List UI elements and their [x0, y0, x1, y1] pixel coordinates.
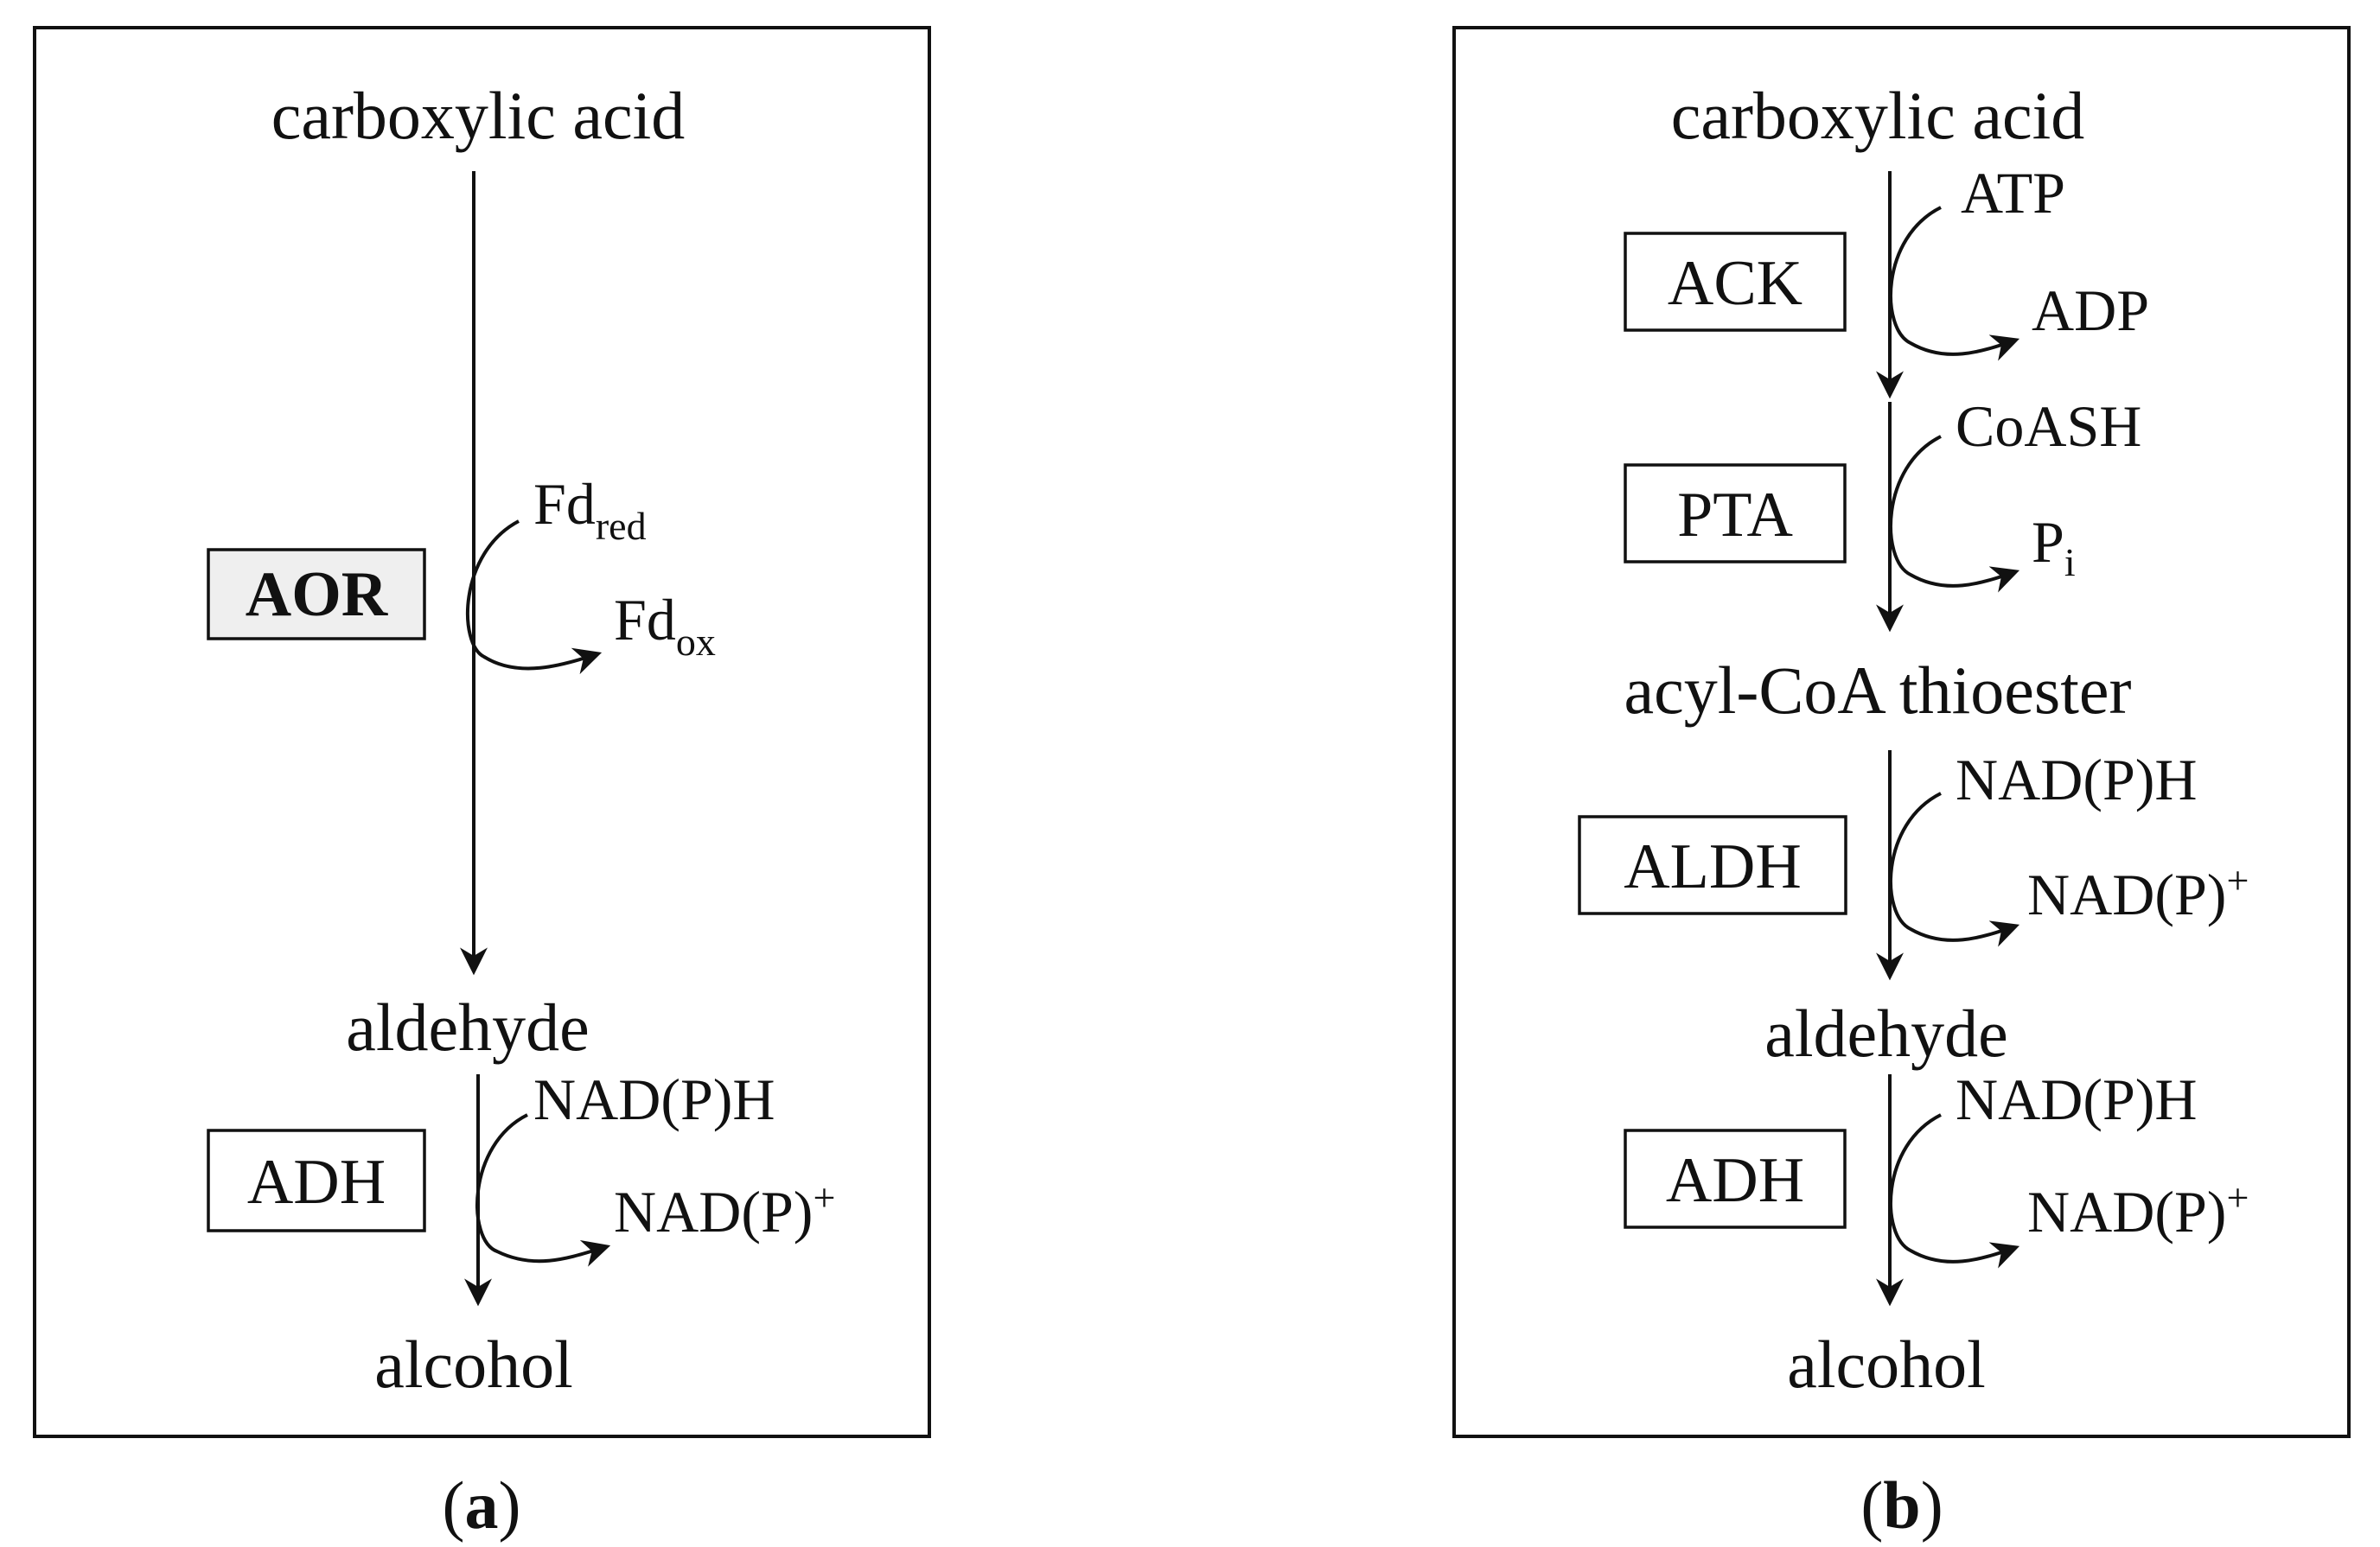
panel-b-cofactor-in-1: ATP	[1961, 160, 2065, 226]
fd-red-subscript: red	[596, 504, 647, 548]
fd-red-base: Fd	[533, 471, 596, 537]
panel-b-enzyme-box-aldh	[1578, 815, 1847, 915]
panel-a-cofactor-arc-2	[475, 1113, 611, 1267]
panel-a-substrate: carboxylic acid	[271, 78, 686, 153]
panel-a-enzyme-adh: ADH	[247, 1147, 386, 1218]
panel-b-cofactor-in-3: NAD(P)H	[1956, 747, 2198, 812]
panel-b-cofactor-arc-2	[1889, 435, 2020, 593]
pi-subscript: i	[2064, 540, 2076, 584]
nadp-plus-superscript: +	[813, 1175, 835, 1219]
panel-b-substrate: carboxylic acid	[1671, 78, 2085, 153]
panel-b-enzyme-box-pta	[1624, 463, 1847, 563]
panel-a-enzyme-box-adh	[207, 1129, 426, 1232]
panel-b-enzyme-pta: PTA	[1677, 480, 1793, 551]
panel-a-intermediate: aldehyde	[346, 990, 590, 1065]
panel-a-product: alcohol	[374, 1327, 573, 1402]
panel-b-enzyme-adh: ADH	[1666, 1145, 1804, 1216]
panel-a-caption-letter: a	[465, 1467, 499, 1543]
panel-b-cofactor-in-2: CoASH	[1956, 393, 2141, 459]
nadp-plus-superscript: +	[2226, 1175, 2249, 1219]
panel-b-enzyme-box-ack	[1624, 232, 1847, 332]
panel-b-caption-letter: b	[1883, 1467, 1920, 1543]
nadp-plus-base: NAD(P)	[2027, 1179, 2226, 1245]
panel-b-cofactor-out-2: Pi	[2032, 509, 2076, 584]
panel-a: carboxylic acid AOR Fdred Fdox aldehyde …	[33, 26, 931, 1438]
panel-b-cofactor-arc-1	[1889, 206, 2020, 361]
panel-b-enzyme-ack: ACK	[1668, 248, 1803, 319]
panel-b-cofactor-out-1: ADP	[2032, 277, 2149, 343]
panel-b-cofactor-out-3: NAD(P)+	[2027, 858, 2249, 927]
panel-b-enzyme-box-adh	[1624, 1129, 1847, 1229]
panel-b-intermediate-1: acyl-CoA thioester	[1624, 653, 2131, 728]
panel-a-cofactor-in-1: Fdred	[533, 471, 647, 548]
panel-a-frame	[33, 26, 931, 1438]
panel-b-cofactor-in-4: NAD(P)H	[1956, 1066, 2198, 1132]
panel-b-intermediate-2: aldehyde	[1764, 996, 2008, 1071]
nadp-plus-superscript: +	[2226, 858, 2249, 902]
fd-ox-subscript: ox	[676, 620, 716, 664]
panel-a-cofactor-arc-1	[465, 519, 603, 675]
panel-b-cofactor-out-4: NAD(P)+	[2027, 1175, 2249, 1245]
panel-b-cofactor-arc-3	[1889, 792, 2020, 947]
nadp-plus-base: NAD(P)	[2027, 862, 2226, 927]
panel-b-enzyme-aldh: ALDH	[1624, 831, 1802, 902]
pi-base: P	[2032, 509, 2064, 575]
panel-b-caption: (b)	[1860, 1467, 1943, 1543]
panel-a-cofactor-out-1: Fdox	[614, 587, 716, 664]
panel-b-frame	[1452, 26, 2351, 1438]
panel-a-enzyme-aor: AOR	[246, 559, 389, 630]
panel-a-enzyme-box-aor	[207, 548, 426, 640]
fd-ox-base: Fd	[614, 587, 676, 653]
panel-b-product: alcohol	[1787, 1327, 1986, 1402]
panel-b-cofactor-arc-4	[1889, 1113, 2020, 1269]
panel-a-caption: (a)	[443, 1467, 521, 1543]
panel-b: carboxylic acid ACK ATP ADP PTA CoASH Pi…	[1452, 26, 2351, 1438]
panel-a-cofactor-out-2: NAD(P)+	[614, 1175, 835, 1245]
panel-a-cofactor-in-2: NAD(P)H	[533, 1066, 775, 1132]
nadp-plus-base: NAD(P)	[614, 1179, 813, 1245]
